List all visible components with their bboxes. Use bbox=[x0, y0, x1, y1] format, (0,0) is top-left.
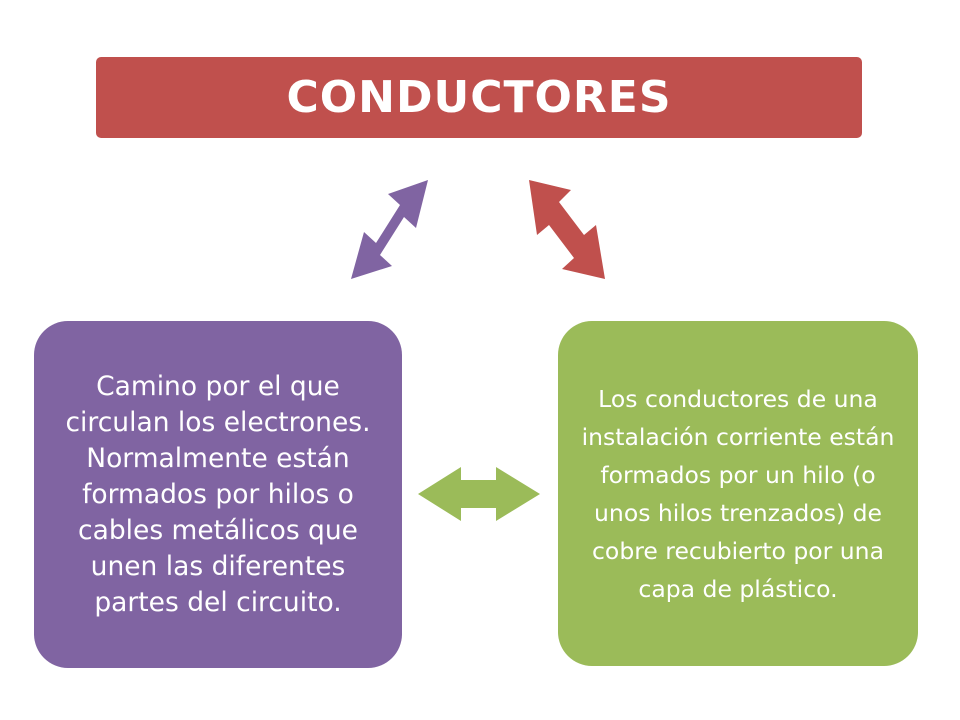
title-text: CONDUCTORES bbox=[286, 72, 672, 123]
right-description-box: Los conductores de una instalación corri… bbox=[558, 321, 918, 666]
left-description-box: Camino por el que circulan los electrone… bbox=[34, 321, 402, 668]
double-arrow-right-icon bbox=[529, 180, 605, 279]
title-box: CONDUCTORES bbox=[96, 57, 862, 138]
double-arrow-left-icon bbox=[351, 180, 428, 279]
double-arrow-bottom-icon bbox=[418, 467, 540, 521]
left-description-text: Camino por el que circulan los electrone… bbox=[65, 370, 371, 618]
right-description-text: Los conductores de una instalación corri… bbox=[581, 384, 895, 603]
